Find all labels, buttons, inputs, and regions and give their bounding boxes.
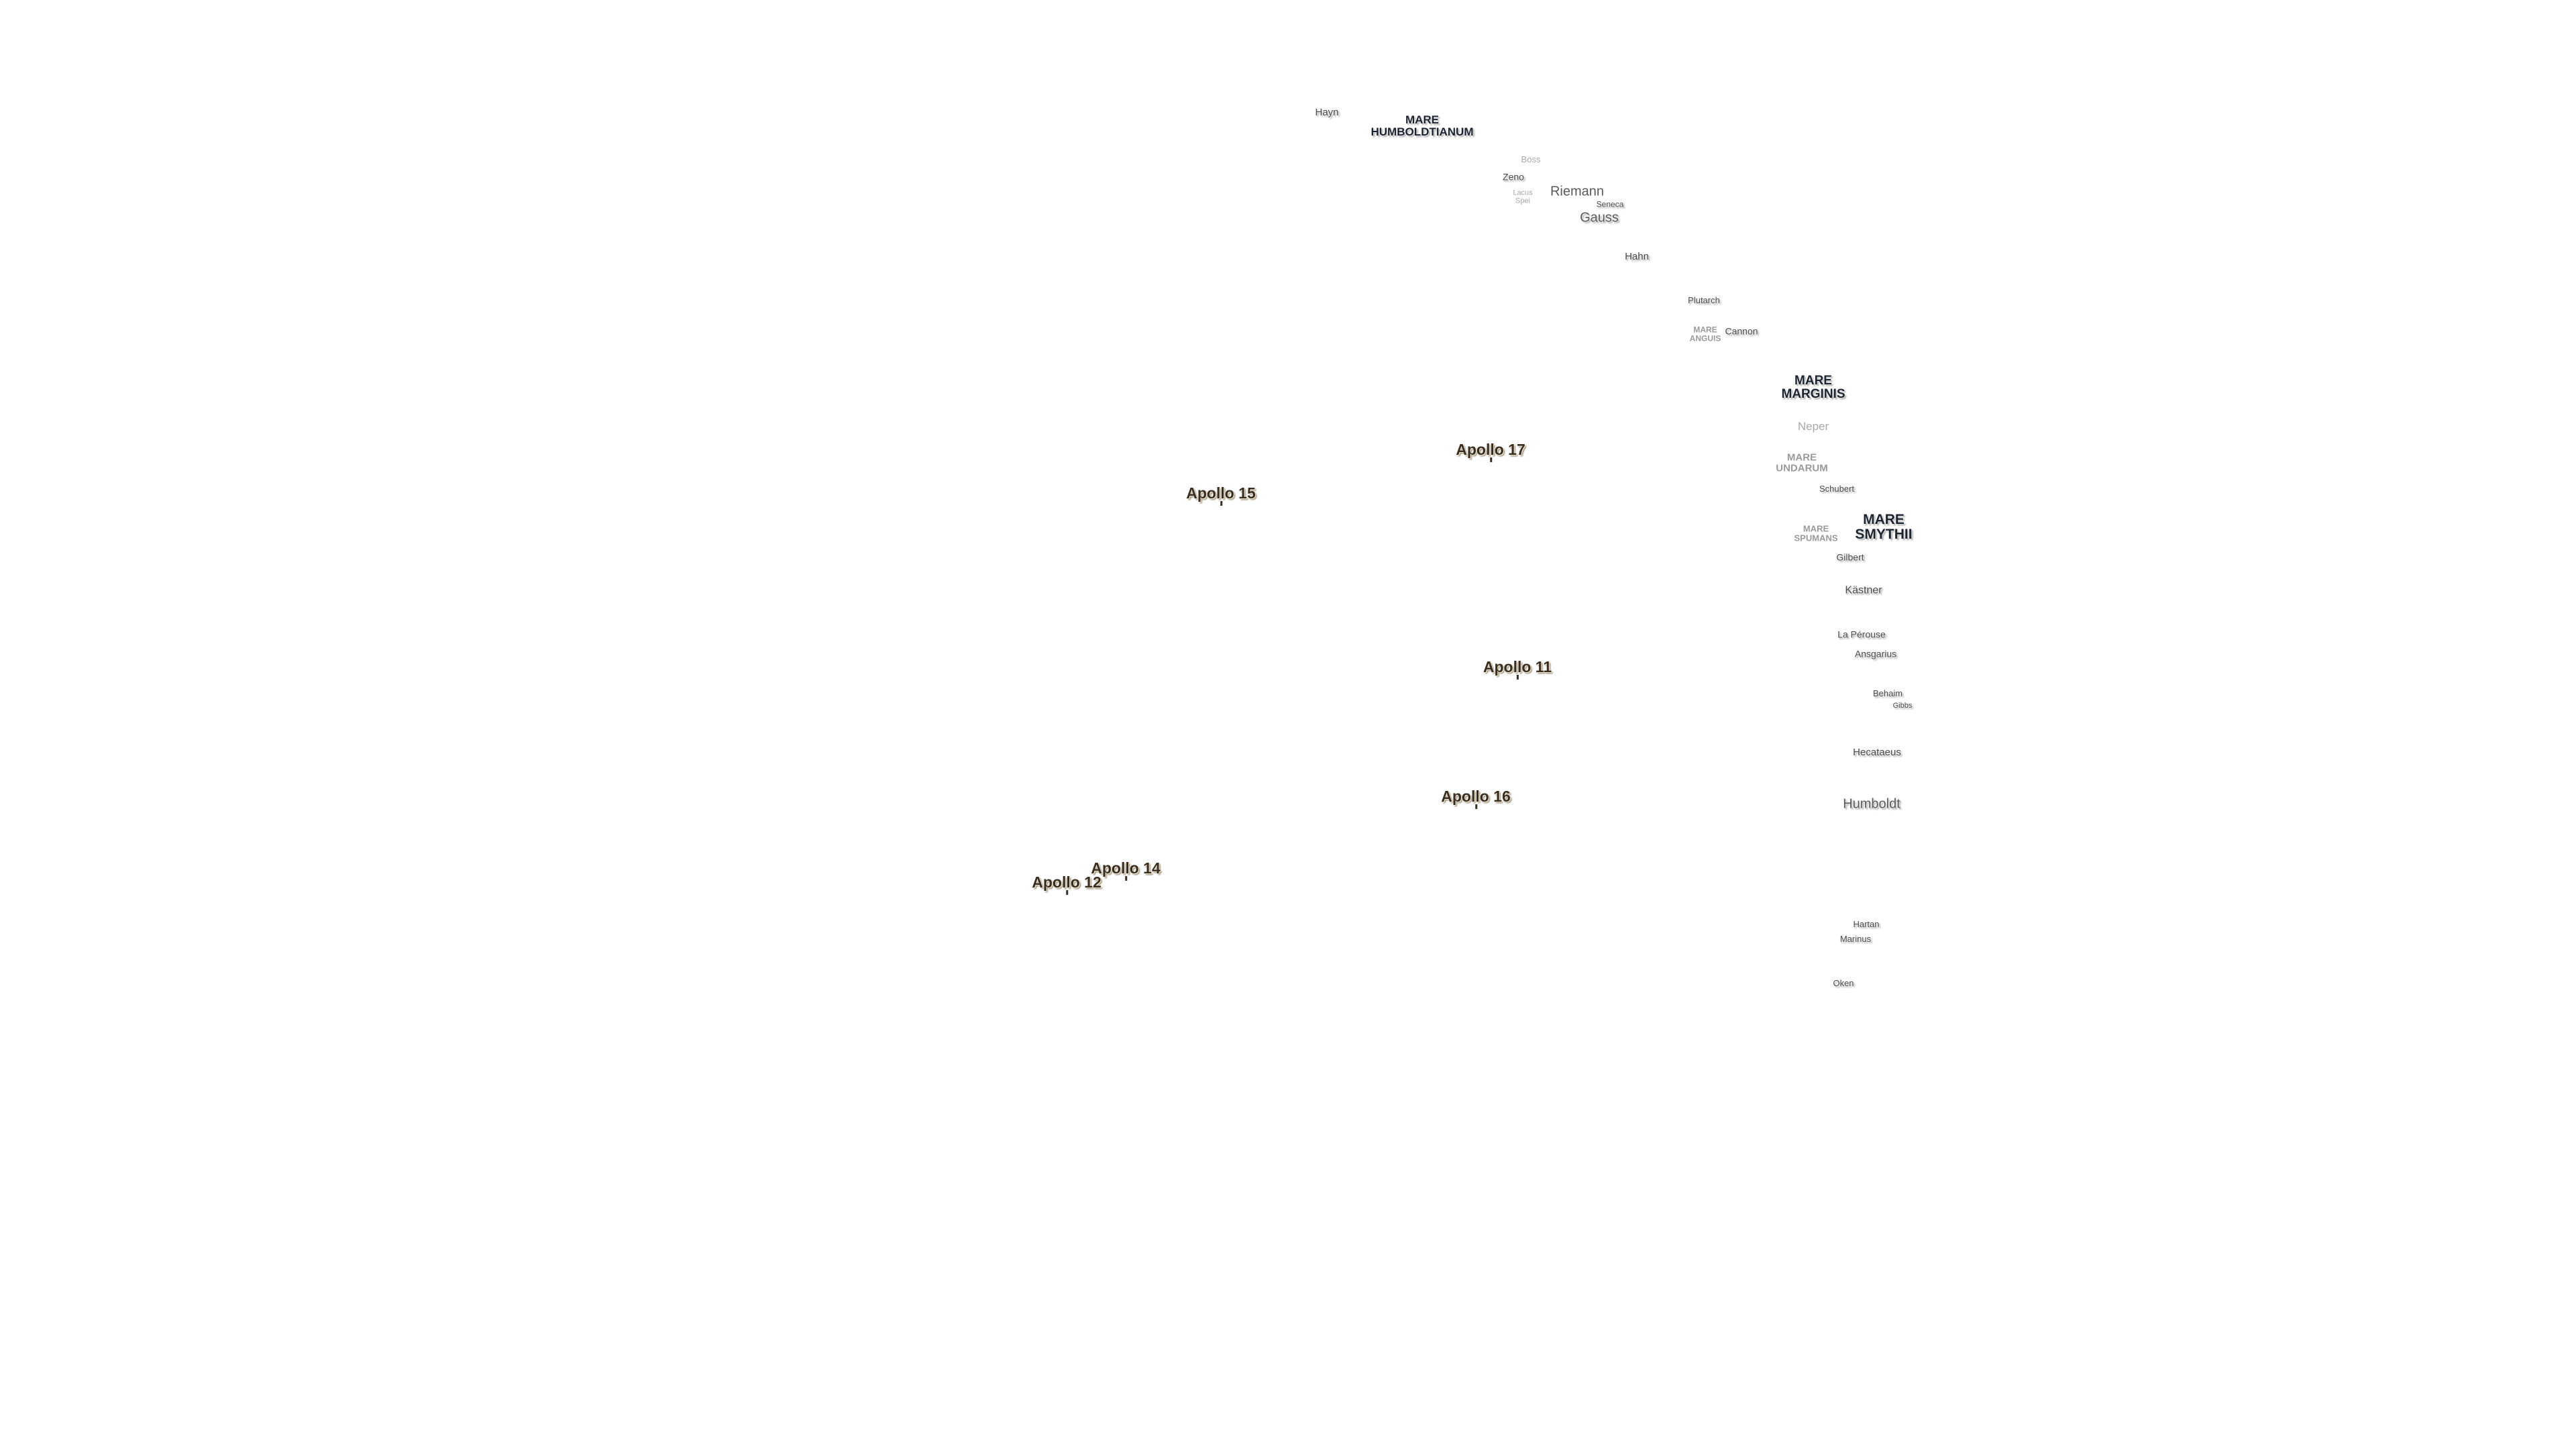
crater-label-hecataeus[interactable]: Hecataeus <box>1853 747 1901 759</box>
apollo-site-17[interactable]: Apollo 17 <box>1456 440 1525 463</box>
apollo-site-label: Apollo 17 <box>1456 440 1525 458</box>
crater-label-marinus[interactable]: Marinus <box>1839 934 1872 945</box>
crater-label-hahn[interactable]: Hahn <box>1625 251 1649 263</box>
apollo-site-14[interactable]: Apollo 14 <box>1091 859 1161 881</box>
apollo-site-15[interactable]: Apollo 15 <box>1186 484 1256 506</box>
apollo-site-label: Apollo 11 <box>1483 657 1552 676</box>
apollo-site-label: Apollo 12 <box>1032 873 1102 891</box>
crater-label-gibbs[interactable]: Gibbs <box>1892 702 1913 710</box>
landing-marker-icon <box>1474 804 1477 810</box>
crater-label-hartan[interactable]: Hartan <box>1853 919 1880 930</box>
crater-label-gauss[interactable]: Gauss <box>1580 210 1619 225</box>
landing-marker-icon <box>1065 890 1068 896</box>
apollo-site-12[interactable]: Apollo 12 <box>1032 873 1102 896</box>
landing-marker-icon <box>1124 876 1127 881</box>
crater-label-neper[interactable]: Neper <box>1797 420 1829 433</box>
crater-label-humboldt[interactable]: Humboldt <box>1843 796 1900 812</box>
landing-marker-icon <box>1220 501 1222 506</box>
crater-label-behaim[interactable]: Behaim <box>1872 688 1903 699</box>
crater-label-seneca[interactable]: Seneca <box>1596 199 1624 209</box>
crater-label-schubert[interactable]: Schubert <box>1819 484 1855 494</box>
crater-label-oken[interactable]: Oken <box>1833 978 1854 989</box>
crater-label-cannon[interactable]: Cannon <box>1725 325 1758 337</box>
crater-label-ansgarius[interactable]: Ansgarius <box>1854 648 1897 659</box>
crater-label-boss[interactable]: Boss <box>1521 154 1541 165</box>
apollo-site-label: Apollo 15 <box>1186 484 1256 502</box>
crater-label-la-perouse[interactable]: La Pérouse <box>1837 629 1886 640</box>
crater-label-riemann[interactable]: Riemann <box>1550 184 1605 199</box>
crater-label-gilbert[interactable]: Gilbert <box>1836 551 1864 563</box>
crater-label-zeno[interactable]: Zeno <box>1503 171 1524 182</box>
apollo-site-label: Apollo 14 <box>1091 859 1161 877</box>
crater-label-plutarch[interactable]: Plutarch <box>1688 295 1720 306</box>
apollo-site-label: Apollo 16 <box>1441 787 1511 805</box>
crater-label-kastner[interactable]: Kästner <box>1845 584 1882 596</box>
crater-label-hayn[interactable]: Hayn <box>1315 107 1339 119</box>
apollo-site-16[interactable]: Apollo 16 <box>1441 787 1511 810</box>
landing-marker-icon <box>1517 675 1519 680</box>
apollo-site-11[interactable]: Apollo 11 <box>1483 657 1552 680</box>
landing-marker-icon <box>1489 458 1492 463</box>
